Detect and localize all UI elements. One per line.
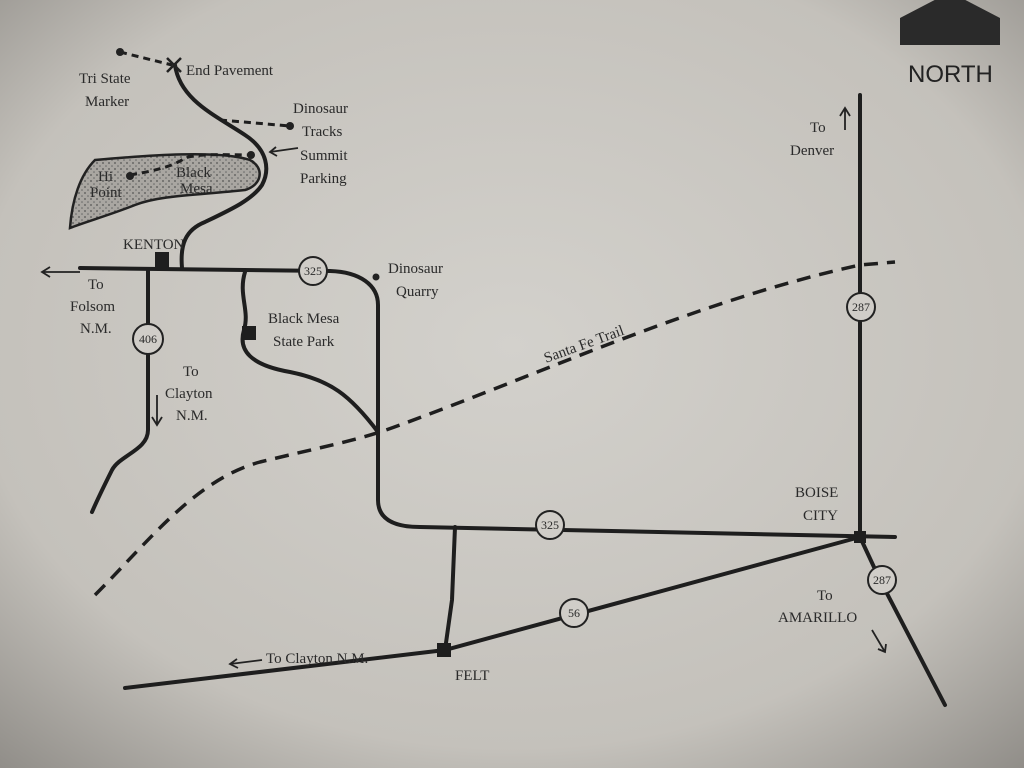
dinosaur-tracks-label: Dinosaur <box>293 101 348 117</box>
to-denver-label: To <box>810 120 826 136</box>
dinosaur-quarry-label: Quarry <box>396 284 439 300</box>
to-denver-label: Denver <box>790 143 834 159</box>
to-clayton-label: To <box>183 364 199 380</box>
shields: 325 325 56 287 287 406 <box>132 256 897 628</box>
hi-point-point <box>126 172 134 180</box>
north-label: NORTH <box>908 61 993 88</box>
arrow-left-icon <box>40 266 80 278</box>
shield-label: 325 <box>541 518 559 532</box>
black-mesa-label: Mesa <box>180 181 213 197</box>
to-amarillo-label: To <box>817 588 833 604</box>
road-kenton-to-end-pavement <box>173 63 269 270</box>
shield-325-south: 325 <box>535 510 565 540</box>
shield-325-north: 325 <box>298 256 328 286</box>
shield-label: 287 <box>852 300 870 314</box>
shield-label: 325 <box>304 264 322 278</box>
tri-state-label: Tri State <box>79 71 131 87</box>
boise-city-marker <box>854 531 866 543</box>
arrow-up-icon <box>839 106 851 130</box>
end-pavement-label: End Pavement <box>186 63 274 79</box>
felt-label: FELT <box>455 668 489 684</box>
felt-road <box>443 525 457 652</box>
shield-287-south: 287 <box>867 565 897 595</box>
tri-state-label: Marker <box>85 94 129 110</box>
dinosaur-tracks-point <box>286 122 294 130</box>
hi-point-label: Point <box>90 185 123 201</box>
dinosaur-quarry-point <box>372 273 380 281</box>
arrow-left-clayton-icon <box>228 658 263 669</box>
shield-56: 56 <box>559 598 589 628</box>
tri-state-marker-point <box>116 48 124 56</box>
shield-label: 287 <box>873 573 891 587</box>
dinosaur-quarry-label: Dinosaur <box>388 261 443 277</box>
shield-287-north: 287 <box>846 292 876 322</box>
shield-406: 406 <box>132 323 164 355</box>
boise-city-label: CITY <box>803 508 838 524</box>
to-clayton-label: Clayton <box>165 386 213 402</box>
felt-marker <box>437 643 451 657</box>
to-folsom-label: Folsom <box>70 299 115 315</box>
arrow-down-right-icon <box>871 629 887 654</box>
north-arrow-icon <box>900 0 1000 45</box>
shield-label: 406 <box>139 332 157 346</box>
to-clayton-label: N.M. <box>176 408 208 424</box>
summit-parking-label: Summit <box>300 148 348 164</box>
trail-hi-point <box>129 153 251 177</box>
summit-parking-point <box>247 151 255 159</box>
highway-406 <box>90 268 150 514</box>
direction-arrows <box>40 106 887 669</box>
to-folsom-label: To <box>88 277 104 293</box>
santa-fe-trail <box>93 260 896 597</box>
summit-parking-label: Parking <box>300 171 347 187</box>
state-park-road <box>240 270 380 434</box>
hi-point-label: Hi <box>98 169 113 185</box>
black-mesa-label: Black <box>176 165 211 181</box>
kenton-label: KENTON <box>123 237 185 253</box>
kenton-marker <box>155 252 169 268</box>
state-park-label: State Park <box>273 334 335 350</box>
arrow-down-icon <box>151 395 163 427</box>
summit-arrow-icon <box>268 146 299 157</box>
to-amarillo-label: AMARILLO <box>778 610 857 626</box>
boise-city-label: BOISE <box>795 485 838 501</box>
state-park-marker <box>242 326 256 340</box>
trail-tri-state <box>119 50 173 67</box>
to-clayton-west-label: To Clayton N.M. <box>266 651 368 667</box>
shield-label: 56 <box>568 606 580 620</box>
north-arrow: NORTH <box>900 0 1000 88</box>
end-pavement-x-icon <box>166 57 182 73</box>
highway-325 <box>78 266 897 539</box>
to-folsom-label: N.M. <box>80 321 112 337</box>
state-park-label: Black Mesa <box>268 311 340 327</box>
dinosaur-tracks-label: Tracks <box>302 124 342 140</box>
